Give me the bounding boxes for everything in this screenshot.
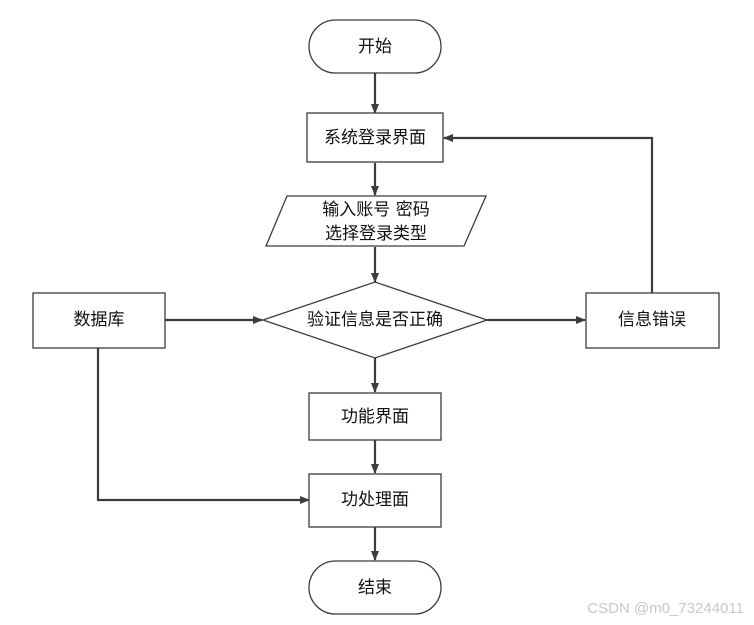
login-screen-box — [306, 112, 444, 163]
input-label-line1: 输入账号 密码 — [322, 200, 429, 220]
error-box — [585, 292, 720, 349]
verify-node: 验证信息是否正确 — [260, 281, 490, 359]
process-screen-box — [308, 473, 442, 528]
database-box — [32, 292, 166, 349]
database-node: 数据库 — [32, 292, 166, 349]
start-label: 开始 — [358, 37, 392, 57]
watermark: CSDN @m0_73244011 — [587, 600, 744, 617]
arrow-error-back-to-login — [443, 134, 654, 293]
end-terminator — [308, 560, 442, 615]
function-screen-node: 功能界面 — [308, 392, 442, 441]
input-node: 输入账号 密码 选择登录类型 — [265, 195, 487, 247]
login-screen-node: 系统登录界面 — [306, 112, 444, 163]
start-terminator — [308, 19, 442, 74]
process-screen-node: 功处理面 — [308, 473, 442, 528]
function-screen-box — [308, 392, 442, 441]
input-label-line2: 选择登录类型 — [325, 224, 427, 244]
verify-diamond — [260, 281, 490, 359]
process-screen-label: 功处理面 — [341, 490, 409, 510]
end-label: 结束 — [358, 578, 392, 598]
database-label: 数据库 — [74, 310, 125, 330]
error-node: 信息错误 — [585, 292, 720, 349]
login-screen-label: 系统登录界面 — [324, 128, 426, 148]
arrow-database-to-process — [96, 348, 310, 504]
function-screen-label: 功能界面 — [341, 407, 409, 427]
error-label: 信息错误 — [618, 310, 686, 330]
verify-label: 验证信息是否正确 — [307, 310, 443, 330]
start-node: 开始 — [308, 19, 442, 74]
end-node: 结束 — [308, 560, 442, 615]
connectors — [96, 73, 654, 561]
input-parallelogram — [265, 195, 487, 247]
